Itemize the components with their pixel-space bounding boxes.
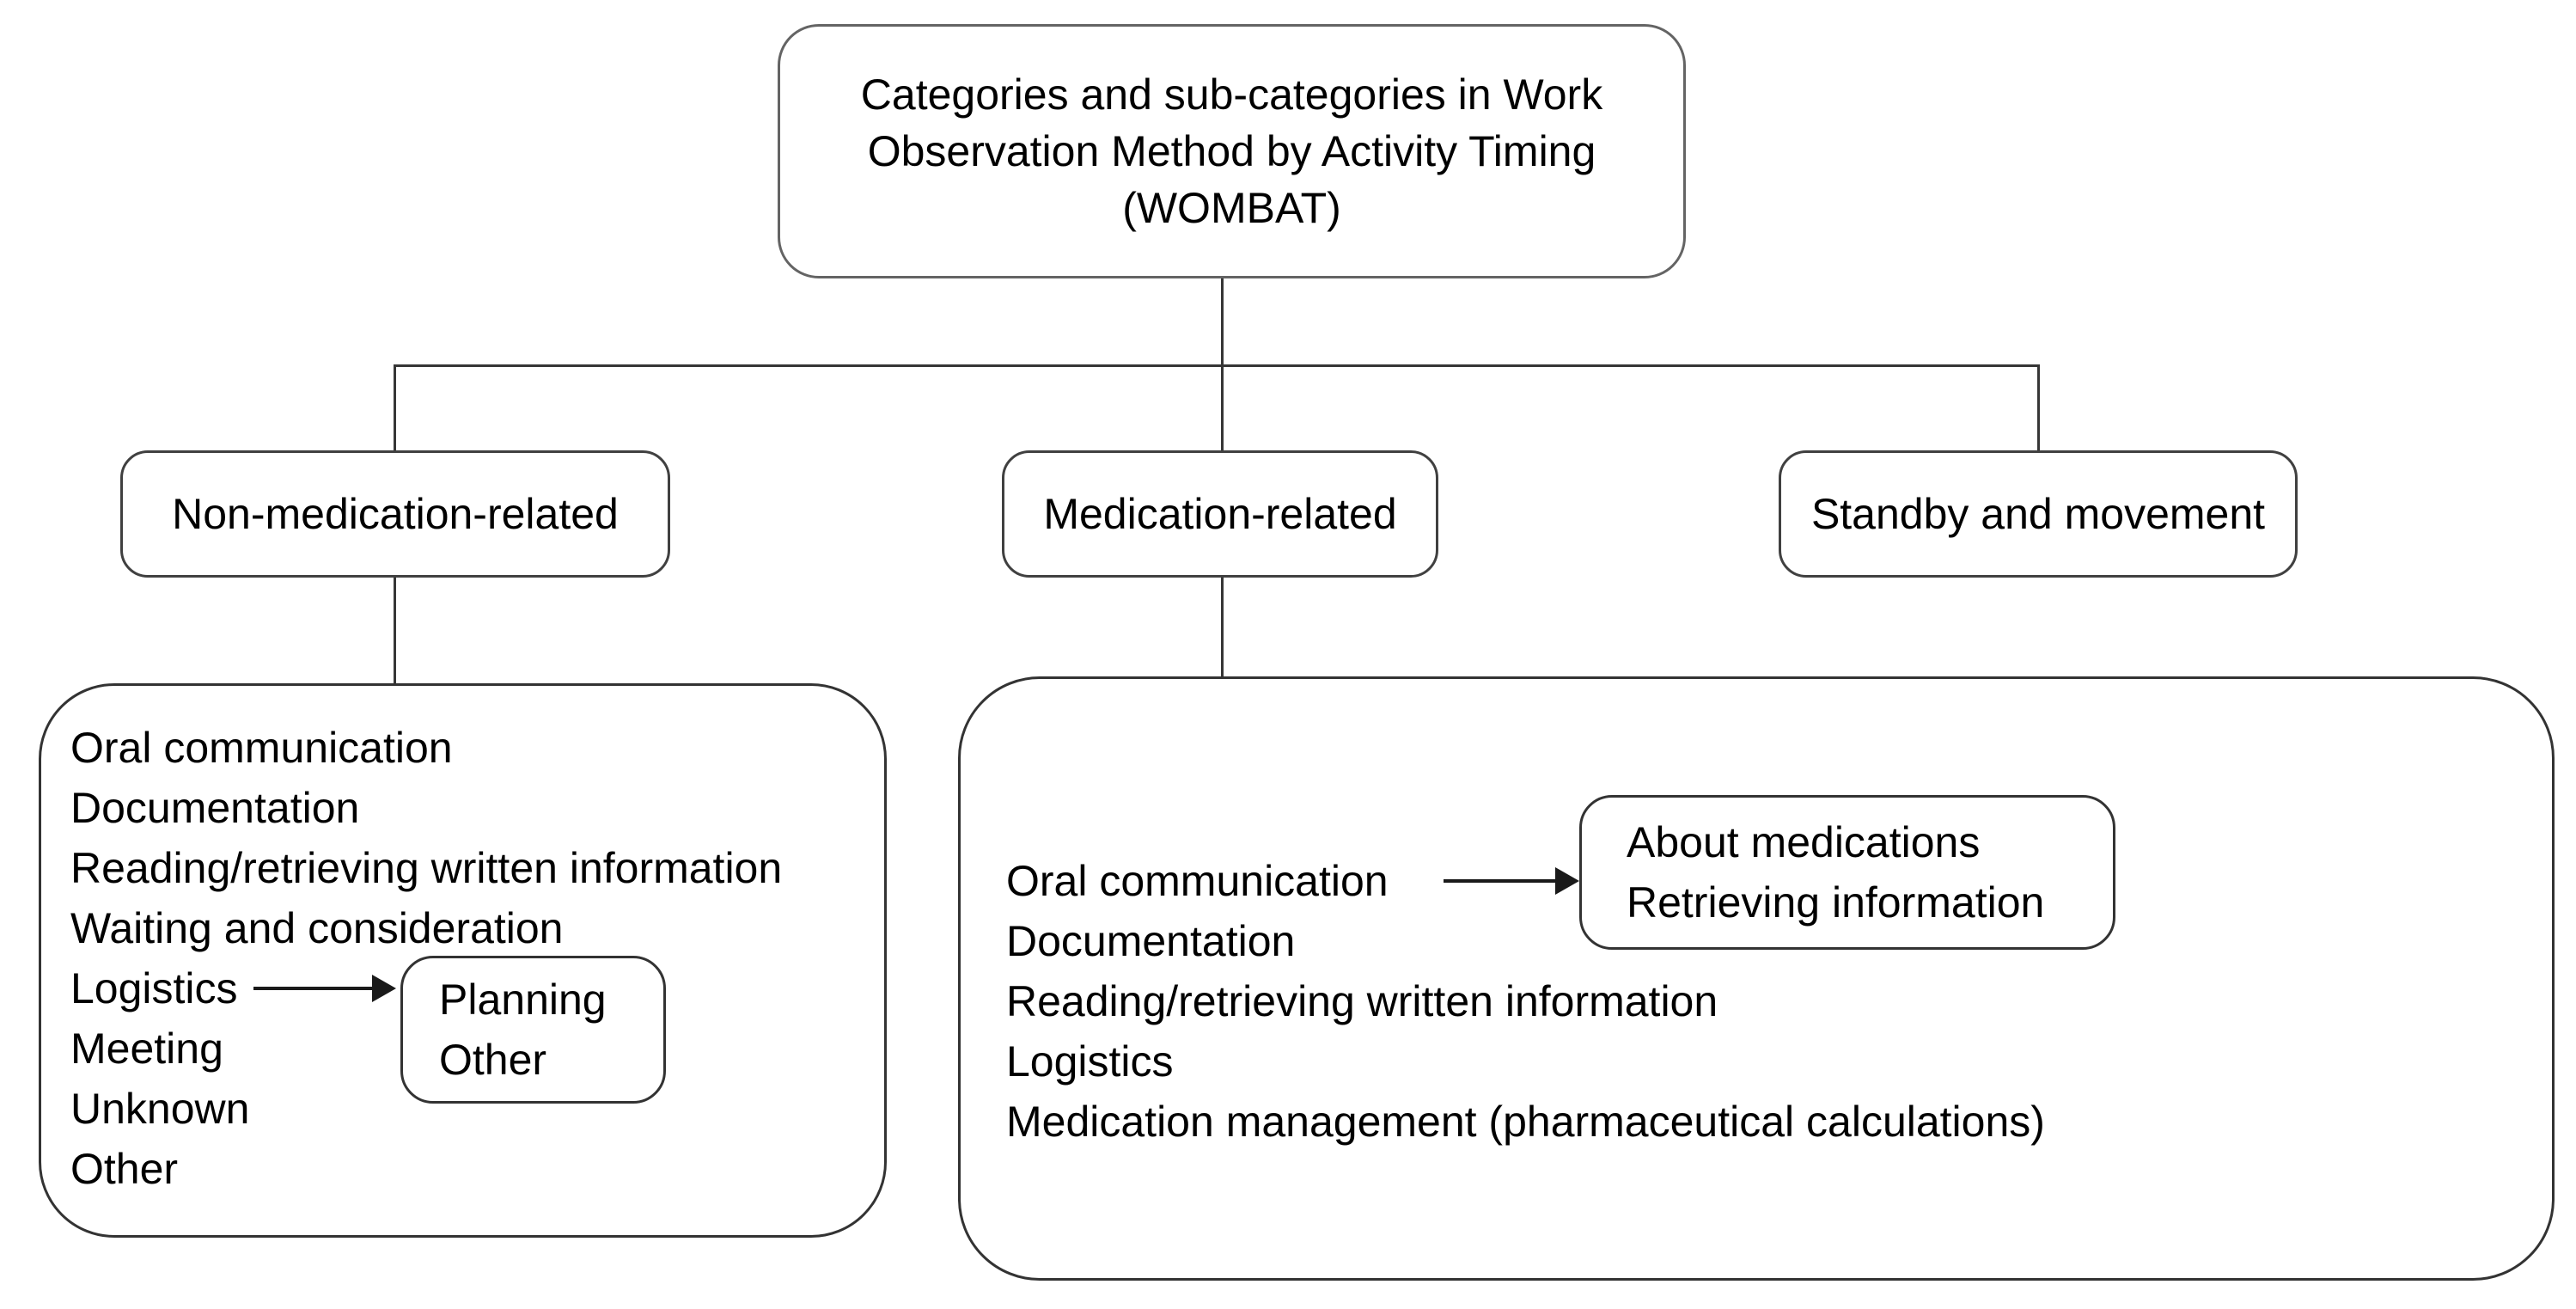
list-item: Meeting <box>70 1025 223 1073</box>
medication-item-list: Oral communication Documentation Reading… <box>1006 851 2045 1152</box>
category-node-standby-movement: Standby and movement <box>1779 450 2298 578</box>
oral-communication-subcategory-box: About medications Retrieving information <box>1579 795 2115 950</box>
list-item: Reading/retrieving written information <box>1006 977 1718 1025</box>
list-item: Documentation <box>1006 917 1296 965</box>
category-label-non-medication: Non-medication-related <box>172 490 619 538</box>
root-node-label: Categories and sub-categories in Work Ob… <box>860 70 1603 232</box>
connector-horizontal-bar <box>394 364 2040 367</box>
category-node-non-medication: Non-medication-related <box>120 450 670 578</box>
list-item: Other <box>439 1036 547 1084</box>
connector-right-vertical-line <box>2037 364 2040 450</box>
panel-medication <box>958 676 2555 1281</box>
non-medication-item-list: Oral communication Documentation Reading… <box>70 718 782 1199</box>
list-item: Logistics <box>1006 1037 1174 1086</box>
connector-left-vertical-line <box>394 364 396 450</box>
list-item: Reading/retrieving written information <box>70 844 783 892</box>
list-item: Unknown <box>70 1085 250 1133</box>
list-item: Oral communication <box>70 724 453 772</box>
root-node: Categories and sub-categories in Work Ob… <box>778 24 1686 278</box>
logistics-arrow-line <box>253 987 374 990</box>
connector-medication-panel-line <box>1221 578 1224 676</box>
arrow-right-icon <box>372 975 396 1002</box>
list-item: About medications <box>1627 818 1981 866</box>
connector-non-medication-panel-line <box>394 578 396 683</box>
oral-communication-arrow-line <box>1444 879 1557 883</box>
list-item: Documentation <box>70 784 360 832</box>
list-item: Oral communication <box>1006 857 1389 905</box>
category-label-standby-movement: Standby and movement <box>1810 490 2266 538</box>
list-item: Other <box>70 1145 179 1193</box>
arrow-right-icon <box>1555 867 1579 895</box>
list-item: Retrieving information <box>1627 878 2045 927</box>
category-node-medication: Medication-related <box>1002 450 1438 578</box>
category-label-medication: Medication-related <box>1043 490 1397 538</box>
list-item: Logistics <box>70 964 238 1012</box>
logistics-subcategory-box: Planning Other <box>400 956 666 1104</box>
list-item: Medication management (pharmaceutical ca… <box>1006 1098 2045 1146</box>
list-item: Planning <box>439 976 607 1024</box>
list-item: Waiting and consideration <box>70 904 564 952</box>
